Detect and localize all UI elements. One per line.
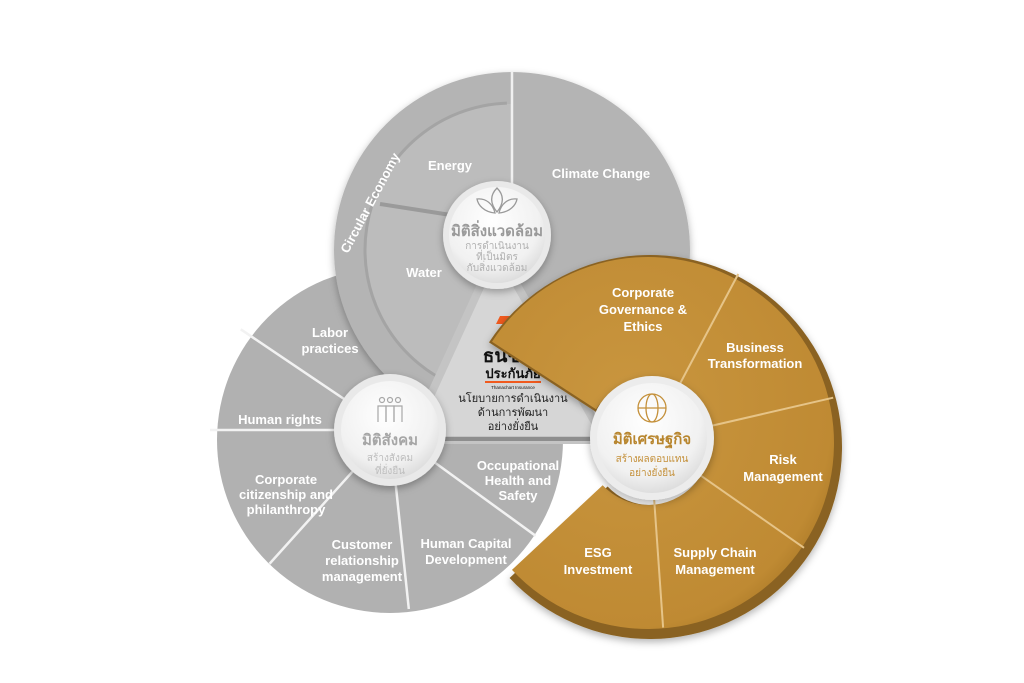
center-text-line: อย่างยั่งยืน	[488, 418, 539, 433]
social-labels: Labor practices Human rights Corporate c…	[238, 325, 559, 584]
hub-subtitle: อย่างยั่งยืน	[629, 465, 675, 479]
segment-business-transformation: Transformation	[708, 356, 803, 371]
center-text-line: ด้านการพัฒนา	[478, 406, 548, 419]
segment-corporate-citizenship: philanthropy	[247, 502, 326, 517]
segment-occupational-health: Health and	[485, 473, 552, 488]
segment-climate-change: Climate Change	[552, 166, 650, 181]
economic-circle	[488, 255, 843, 639]
segment-human-capital: Human Capital	[420, 536, 511, 551]
segment-occupational-health: Safety	[498, 488, 538, 503]
globe-icon	[637, 393, 667, 423]
economic-hub: มิติเศรษฐกิจ สร้างผลตอบแทน อย่างยั่งยืน	[590, 376, 714, 500]
segment-business-transformation: Business	[726, 340, 784, 355]
center-text-line: นโยบายการดำเนินงาน	[458, 391, 568, 405]
segment-supply-chain: Management	[675, 562, 755, 577]
hub-subtitle: สร้างสังคม	[367, 452, 413, 464]
hub-subtitle: การดำเนินงาน	[465, 241, 529, 252]
segment-supply-chain: Supply Chain	[673, 545, 756, 560]
segment-governance: Corporate	[612, 285, 674, 300]
hub-subtitle: ที่ยั่งยืน	[375, 463, 405, 477]
segment-customer-relationship: relationship	[325, 553, 399, 568]
segment-human-rights: Human rights	[238, 412, 322, 427]
segment-divider	[708, 396, 834, 428]
social-hub: มิติสังคม สร้างสังคม ที่ยั่งยืน	[334, 374, 446, 486]
people-icon	[377, 396, 403, 422]
segment-customer-relationship: management	[322, 569, 403, 584]
hub-subtitle: กับสิ่งแวดล้อม	[467, 260, 528, 274]
leaves-icon	[476, 187, 518, 214]
logo-text-th2: ประกันภัย	[485, 367, 540, 382]
segment-risk-management: Risk	[769, 452, 797, 467]
segment-esg-investment: Investment	[564, 562, 633, 577]
segment-divider	[392, 469, 411, 610]
segment-divider	[677, 273, 740, 388]
segment-water: Water	[406, 265, 442, 280]
segment-divider	[268, 458, 365, 565]
segment-energy: Energy	[428, 158, 473, 173]
logo-text-en: Thanachart Insurance	[491, 385, 535, 390]
segment-risk-management: Management	[743, 469, 823, 484]
hub-title: มิติสังคม	[362, 431, 418, 449]
segment-divider	[240, 328, 358, 409]
segment-governance: Governance &	[599, 302, 687, 317]
hub-subtitle: ที่เป็นมิตร	[476, 249, 518, 263]
hub-title: มิติเศรษฐกิจ	[613, 430, 691, 449]
segment-human-capital: Development	[425, 552, 507, 567]
segment-customer-relationship: Customer	[332, 537, 393, 552]
segment-esg-investment: ESG	[584, 545, 611, 560]
segment-corporate-citizenship: Corporate	[255, 472, 317, 487]
segment-corporate-citizenship: citizenship and	[239, 487, 333, 502]
segment-labor: Labor	[312, 325, 348, 340]
hub-title: มิติสิ่งแวดล้อม	[451, 220, 543, 240]
segment-divider	[421, 452, 537, 537]
hub-subtitle: สร้างผลตอบแทน	[616, 453, 689, 465]
economic-labels: Corporate Governance & Ethics Business T…	[564, 285, 824, 577]
segment-labor: practices	[301, 341, 358, 356]
segment-divider	[653, 499, 665, 628]
segment-occupational-health: Occupational	[477, 458, 559, 473]
segment-divider	[698, 473, 805, 549]
environment-hub: มิติสิ่งแวดล้อม การดำเนินงาน ที่เป็นมิตร…	[443, 181, 551, 289]
segment-governance: Ethics	[623, 319, 662, 334]
